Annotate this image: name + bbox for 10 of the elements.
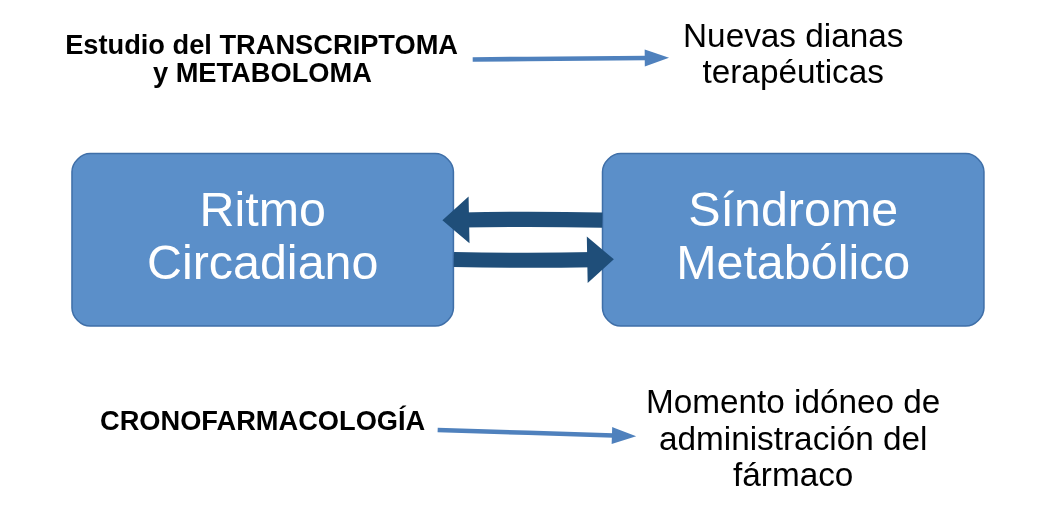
node-box: Síndrome Metabólico — [601, 152, 985, 327]
arrow — [437, 427, 637, 444]
node-text: Nuevas dianas terapéuticas — [683, 17, 904, 91]
arrow — [442, 196, 603, 244]
node-text: Estudio del TRANSCRIPTOMA y METABOLOMA — [65, 29, 459, 88]
arrow — [453, 236, 614, 284]
arrow — [472, 49, 669, 67]
node-text: CRONOFARMACOLOGÍA — [99, 404, 426, 436]
node-box: Ritmo Circadiano — [71, 152, 455, 327]
node-text: Momento idóneo de administración del fármaco — [646, 383, 941, 493]
